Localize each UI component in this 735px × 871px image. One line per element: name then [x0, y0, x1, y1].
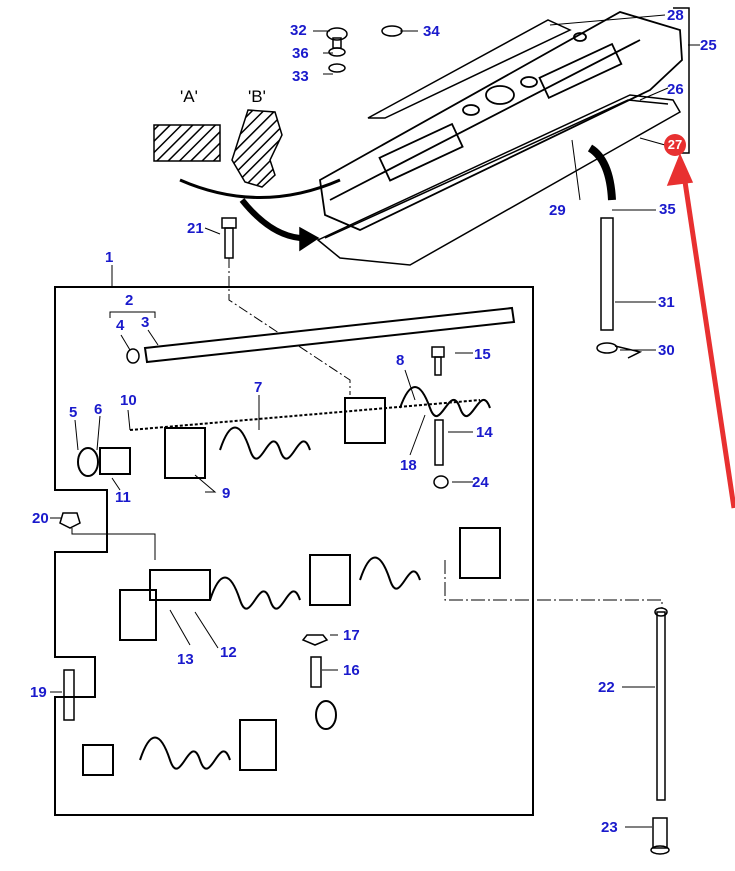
tappet-23 — [650, 817, 670, 855]
callout-15[interactable]: 15 — [474, 346, 491, 363]
highlight-arrow — [666, 153, 735, 509]
callout-21[interactable]: 21 — [187, 220, 204, 237]
callout-14[interactable]: 14 — [476, 424, 493, 441]
callout-20[interactable]: 20 — [32, 510, 49, 527]
stud-19 — [63, 669, 75, 721]
callout-6[interactable]: 6 — [94, 401, 103, 418]
breather-pipe-31 — [587, 144, 616, 331]
cap-nut-32 — [326, 27, 348, 73]
callout-11[interactable]: 11 — [115, 489, 131, 506]
callout-12[interactable]: 12 — [220, 644, 237, 661]
push-rod-22 — [654, 607, 668, 801]
section-a-shape — [153, 124, 221, 162]
callout-28[interactable]: 28 — [667, 7, 684, 24]
rocker-row-2 — [119, 527, 501, 641]
nut-20 — [59, 512, 81, 529]
bolt-21 — [221, 217, 237, 259]
bolt-15 — [431, 346, 445, 376]
callout-13[interactable]: 13 — [177, 651, 194, 668]
callout-16[interactable]: 16 — [343, 662, 360, 679]
callout-33[interactable]: 33 — [292, 68, 309, 85]
callout-36[interactable]: 36 — [292, 45, 309, 62]
callout-24[interactable]: 24 — [472, 474, 489, 491]
callout-17[interactable]: 17 — [343, 627, 360, 644]
callout-27-highlighted[interactable]: 27 — [664, 134, 686, 156]
callout-32[interactable]: 32 — [290, 22, 307, 39]
gasket-26 — [316, 94, 682, 266]
callout-18[interactable]: 18 — [400, 457, 417, 474]
leader-lines — [50, 14, 700, 828]
callout-25[interactable]: 25 — [700, 37, 717, 54]
rocker-shaft — [143, 306, 516, 364]
callout-23[interactable]: 23 — [601, 819, 618, 836]
callout-34[interactable]: 34 — [423, 23, 440, 40]
bracket-30 — [596, 342, 643, 359]
callout-30[interactable]: 30 — [658, 342, 675, 359]
callout-8[interactable]: 8 — [396, 352, 405, 369]
section-b-shape — [231, 109, 283, 188]
callout-9[interactable]: 9 — [222, 485, 231, 502]
callout-22[interactable]: 22 — [598, 679, 615, 696]
callout-29[interactable]: 29 — [549, 202, 566, 219]
rocker-row-1 — [77, 386, 491, 479]
nut-17 — [301, 634, 329, 646]
stud-16 — [310, 656, 322, 688]
cover-plate-28 — [367, 19, 572, 119]
assembly-frame — [54, 286, 534, 816]
callout-19[interactable]: 19 — [30, 684, 47, 701]
callout-4[interactable]: 4 — [116, 317, 125, 334]
section-view-b-label: 'B' — [248, 87, 266, 106]
callout-1[interactable]: 1 — [105, 249, 114, 266]
callout-7[interactable]: 7 — [254, 379, 263, 396]
adjuster-14 — [434, 419, 444, 466]
callout-26[interactable]: 26 — [667, 81, 684, 98]
callout-2[interactable]: 2 — [125, 292, 134, 309]
section-view-a-label: 'A' — [180, 87, 198, 106]
callout-31[interactable]: 31 — [658, 294, 675, 311]
rocker-row-3 — [82, 700, 337, 776]
rocker-cover — [319, 11, 683, 231]
nut-24 — [433, 475, 449, 489]
callout-35[interactable]: 35 — [659, 201, 676, 218]
callout-5[interactable]: 5 — [69, 404, 78, 421]
callout-10[interactable]: 10 — [120, 392, 137, 409]
direction-arrow — [179, 178, 341, 199]
callout-3[interactable]: 3 — [141, 314, 150, 331]
seal-34 — [381, 25, 403, 37]
